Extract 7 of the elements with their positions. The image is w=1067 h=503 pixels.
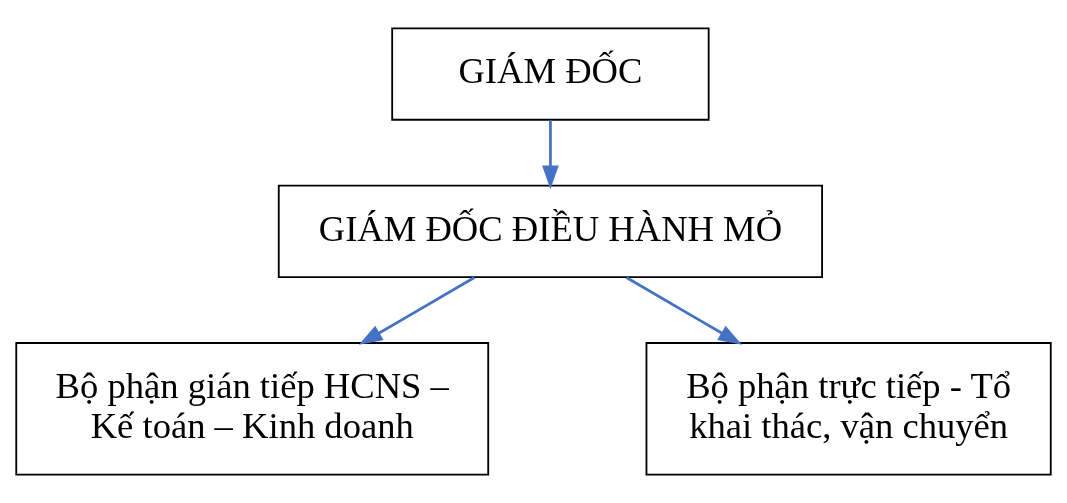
node-box: GIÁM ĐỐC ĐIỀU HÀNH MỎ — [277, 184, 823, 279]
arrow — [625, 276, 742, 345]
node-box: GIÁM ĐỐC — [391, 27, 710, 121]
arrow — [358, 276, 476, 345]
node-box: Bộ phận trực tiếp - Tổ khai thác, vận chuyển — [645, 342, 1052, 476]
node-box: Bộ phận gián tiếp HCNS – Kế toán – Kinh doanh — [15, 342, 490, 476]
arrow — [542, 120, 559, 190]
